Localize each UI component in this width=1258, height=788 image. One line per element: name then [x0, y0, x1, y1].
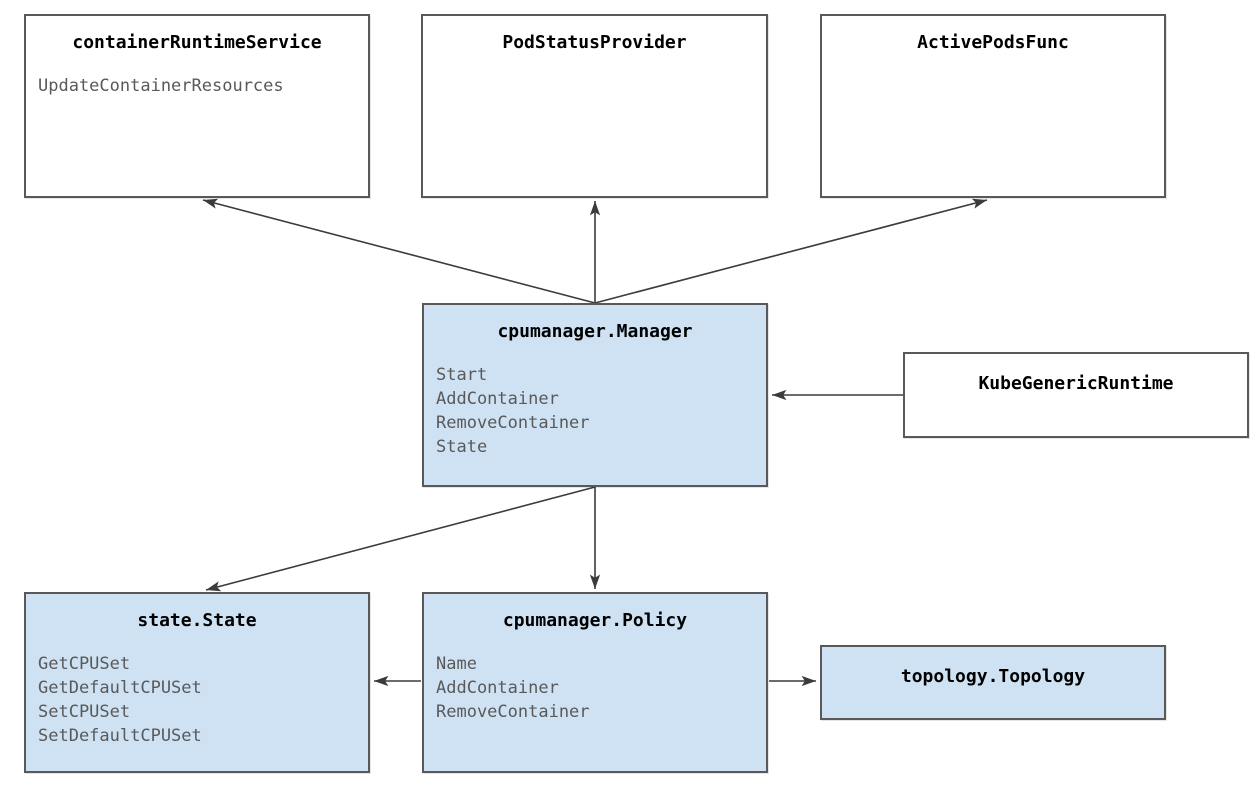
node-title: ActivePodsFunc: [917, 32, 1069, 53]
node-method: UpdateContainerResources: [38, 76, 284, 96]
node-kubegenericruntime[interactable]: KubeGenericRuntime: [903, 352, 1249, 438]
node-method: SetDefaultCPUSet: [38, 726, 202, 746]
node-method: Name: [436, 654, 477, 674]
node-title: PodStatusProvider: [502, 32, 687, 53]
edge-manager-to-state: [205, 486, 596, 592]
node-title: cpumanager.Policy: [502, 610, 688, 631]
node-methods: Name AddContainer RemoveContainer: [424, 652, 766, 724]
node-containerruntimeservice[interactable]: containerRuntimeService UpdateContainerR…: [24, 14, 370, 198]
node-title: topology.Topology: [900, 666, 1086, 687]
node-title: cpumanager.Manager: [497, 321, 693, 342]
node-method: RemoveContainer: [436, 702, 590, 722]
node-cpumanager-manager[interactable]: cpumanager.Manager Start AddContainer Re…: [422, 303, 768, 487]
node-methods: Start AddContainer RemoveContainer State: [424, 363, 766, 459]
node-method: RemoveContainer: [436, 413, 590, 433]
edge-manager-to-containerruntimeservice: [202, 198, 596, 304]
node-method: AddContainer: [436, 389, 559, 409]
node-method: SetCPUSet: [38, 702, 131, 722]
node-methods: GetCPUSet GetDefaultCPUSet SetCPUSet Set…: [26, 652, 368, 748]
node-title: state.State: [137, 610, 257, 631]
node-method: State: [436, 437, 488, 457]
node-method: GetCPUSet: [38, 654, 131, 674]
edge-manager-to-activepodsfunc: [594, 198, 988, 304]
node-title: KubeGenericRuntime: [978, 373, 1174, 394]
node-activepodsfunc[interactable]: ActivePodsFunc: [820, 14, 1166, 198]
node-cpumanager-policy[interactable]: cpumanager.Policy Name AddContainer Remo…: [422, 592, 768, 773]
node-methods: UpdateContainerResources: [26, 74, 368, 98]
node-method: AddContainer: [436, 678, 559, 698]
node-topology-topology[interactable]: topology.Topology: [820, 645, 1166, 720]
node-method: GetDefaultCPUSet: [38, 678, 202, 698]
node-state-state[interactable]: state.State GetCPUSet GetDefaultCPUSet S…: [24, 592, 370, 773]
node-method: Start: [436, 365, 488, 385]
node-podstatusprovider[interactable]: PodStatusProvider: [421, 14, 768, 198]
node-title: containerRuntimeService: [72, 32, 322, 53]
